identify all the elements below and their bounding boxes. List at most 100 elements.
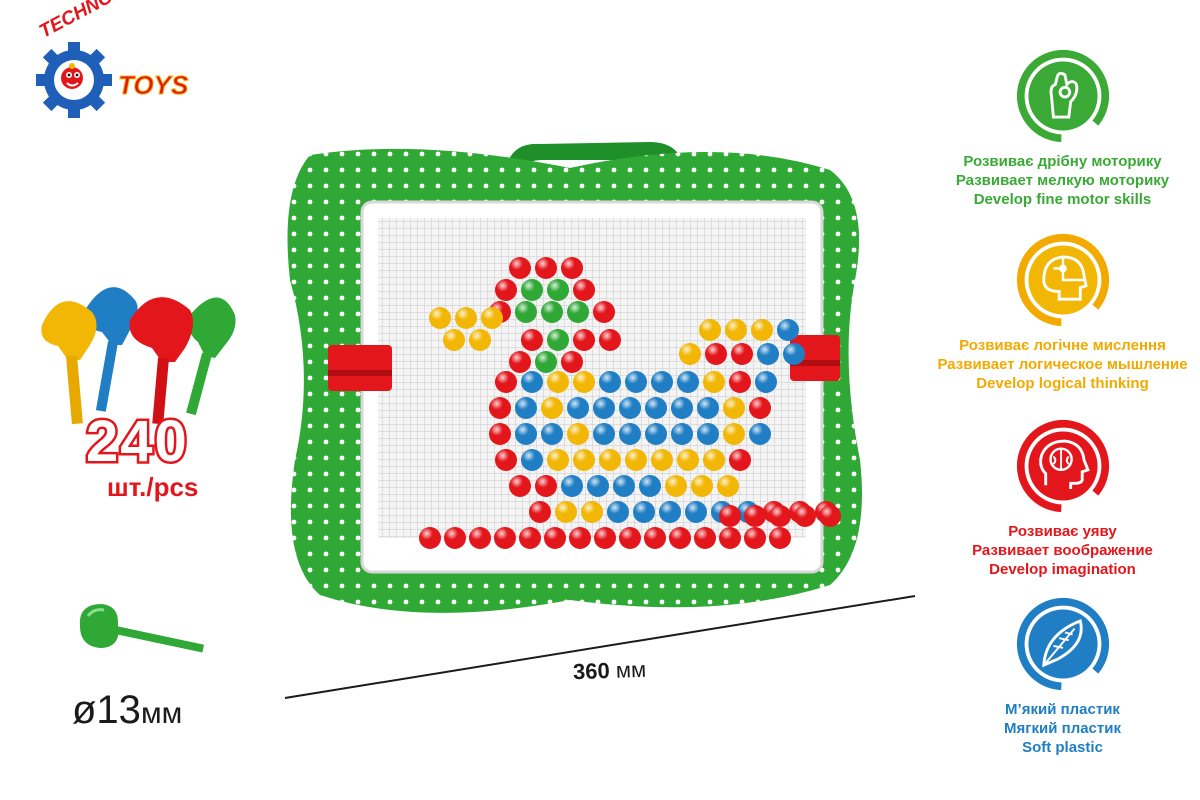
mosaic-peg-shine <box>659 501 681 523</box>
mosaic-peg-shine <box>495 371 517 393</box>
mosaic-peg-shine <box>481 307 503 329</box>
dimension-unit: мм <box>615 656 647 683</box>
mosaic-peg-shine <box>455 307 477 329</box>
feature-imagination-ru: Развивает воображение <box>972 542 1153 559</box>
mosaic-peg-shine <box>509 475 531 497</box>
yellow-peg-icon <box>41 301 97 425</box>
brand-side-word: TOYS <box>117 70 189 101</box>
feature-imagination-ua: Розвиває уяву <box>1008 523 1117 540</box>
mosaic-peg-shine <box>521 279 543 301</box>
mosaic-peg-shine <box>443 329 465 351</box>
mosaic-peg-shine <box>519 527 541 549</box>
mosaic-peg-shine <box>573 329 595 351</box>
mosaic-peg-shine <box>535 351 557 373</box>
mosaic-peg-shine <box>593 397 615 419</box>
mosaic-peg-shine <box>607 501 629 523</box>
mosaic-peg-shine <box>665 475 687 497</box>
mosaic-peg-shine <box>731 343 753 365</box>
mosaic-peg-shine <box>599 449 621 471</box>
mosaic-peg-shine <box>819 505 841 527</box>
mosaic-peg-shine <box>544 527 566 549</box>
mosaic-peg-shine <box>697 397 719 419</box>
mosaic-peg-shine <box>613 475 635 497</box>
mosaic-peg-shine <box>541 423 563 445</box>
mosaic-peg-shine <box>515 423 537 445</box>
mosaic-peg-shine <box>751 319 773 341</box>
mosaic-peg-shine <box>567 423 589 445</box>
feature-soft-plastic: М’який пластик Мягкий пластик Soft plast… <box>925 596 1200 757</box>
mosaic-peg-shine <box>744 527 766 549</box>
mosaic-peg-shine <box>625 371 647 393</box>
left-clip <box>328 345 392 391</box>
mosaic-peg-shine <box>541 397 563 419</box>
feature-logic: Розвиває логічне мислення Развивает логи… <box>925 232 1200 393</box>
feature-logic-ru: Развивает логическое мышление <box>937 356 1188 373</box>
mosaic-peg-shine <box>535 257 557 279</box>
feature-fine-motor: Розвиває дрібну моторику Развивает мелку… <box>925 48 1200 209</box>
mosaic-peg-shine <box>521 371 543 393</box>
mosaic-peg-shine <box>489 423 511 445</box>
mosaic-peg-shine <box>594 527 616 549</box>
feature-logic-en: Develop logical thinking <box>976 375 1149 392</box>
mosaic-peg-shine <box>744 505 766 527</box>
mosaic-peg-shine <box>703 371 725 393</box>
mosaic-peg-shine <box>619 423 641 445</box>
mosaic-peg-shine <box>794 505 816 527</box>
mosaic-peg-shine <box>581 501 603 523</box>
mosaic-peg-shine <box>529 501 551 523</box>
mosaic-peg-shine <box>599 329 621 351</box>
mosaic-peg-shine <box>671 423 693 445</box>
red-peg-icon <box>129 297 194 425</box>
mosaic-peg-shine <box>561 257 583 279</box>
mosaic-peg-shine <box>489 397 511 419</box>
mosaic-peg-shine <box>719 505 741 527</box>
mosaic-peg-shine <box>691 475 713 497</box>
feature-motor-ru: Развивает мелкую моторику <box>955 172 1170 189</box>
mosaic-peg-shine <box>567 301 589 323</box>
mosaic-peg-shine <box>651 371 673 393</box>
mosaic-peg-shine <box>725 319 747 341</box>
pieces-unit: шт./pcs <box>107 472 199 502</box>
puzzle-head-icon <box>1016 233 1109 327</box>
mosaic-peg-shine <box>769 527 791 549</box>
peg-diameter-value: ø13 <box>72 688 141 732</box>
mosaic-peg-shine <box>521 329 543 351</box>
mosaic-peg-shine <box>677 449 699 471</box>
mosaic-peg-shine <box>671 397 693 419</box>
mosaic-peg-shine <box>619 527 641 549</box>
gear-mascot-icon <box>36 42 112 118</box>
peg-diameter-unit: мм <box>140 697 183 730</box>
board-handle <box>505 142 685 172</box>
mosaic-peg-shine <box>619 397 641 419</box>
mosaic-peg-shine <box>644 527 666 549</box>
mosaic-peg-shine <box>419 527 441 549</box>
brain-head-icon <box>1016 419 1109 513</box>
mosaic-peg-shine <box>541 301 563 323</box>
mosaic-peg-shine <box>651 449 673 471</box>
blue-peg-icon <box>84 287 138 412</box>
feature-soft-ru: Мягкий пластик <box>1004 720 1121 737</box>
mosaic-peg-shine <box>749 397 771 419</box>
feature-soft-en: Soft plastic <box>1022 739 1103 756</box>
mosaic-peg-shine <box>697 423 719 445</box>
mosaic-peg-shine <box>547 371 569 393</box>
feature-motor-ua: Розвиває дрібну моторику <box>963 153 1162 170</box>
feature-logic-ua: Розвиває логічне мислення <box>959 337 1166 354</box>
mosaic-peg-shine <box>573 279 595 301</box>
green-peg-icon <box>186 297 236 416</box>
mosaic-peg-shine <box>444 527 466 549</box>
green-peg-side-icon <box>79 604 205 653</box>
pegs-illustration <box>30 270 240 430</box>
dimension-line <box>270 590 930 710</box>
mosaic-peg-shine <box>515 301 537 323</box>
mosaic-peg-shine <box>699 319 721 341</box>
mosaic-peg-shine <box>719 527 741 549</box>
feather-icon <box>1016 597 1109 691</box>
mosaic-peg-shine <box>547 449 569 471</box>
pieces-count: 240 <box>84 407 190 477</box>
mosaic-peg-shine <box>495 279 517 301</box>
mosaic-peg-shine <box>717 475 739 497</box>
mosaic-peg-shine <box>703 449 725 471</box>
mosaic-peg-shine <box>547 329 569 351</box>
mosaic-peg-shine <box>599 371 621 393</box>
